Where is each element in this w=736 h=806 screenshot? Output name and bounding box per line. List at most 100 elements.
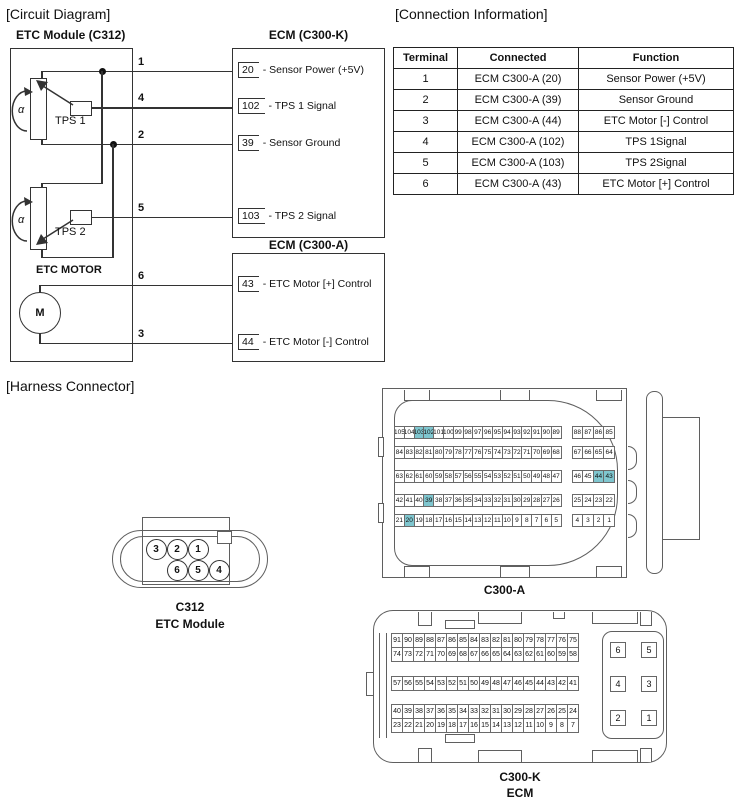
col-header-terminal: Terminal — [393, 47, 458, 69]
cell-function: ETC Motor [+] Control — [578, 173, 734, 195]
pin-cell-47: 47 — [550, 470, 562, 483]
c300a-top-tab — [596, 389, 622, 401]
cell-connected: ECM C300-A (102) — [457, 131, 579, 153]
c300k-bottom-tab — [478, 749, 522, 762]
cell-terminal: 5 — [393, 152, 458, 174]
col-header-function: Function — [578, 47, 734, 69]
cell-terminal: 6 — [393, 173, 458, 195]
c300k-left-notch — [366, 672, 374, 696]
cell-function: TPS 2Signal — [578, 152, 734, 174]
c312-pin-1: 1 — [187, 538, 209, 560]
connection-information-section-title: [Connection Information] — [395, 6, 548, 22]
wire-segment — [41, 71, 43, 79]
wire-segment — [39, 333, 41, 344]
tps1-wiper-box — [70, 101, 92, 116]
table-row: 6 ECM C300-A (43) ETC Motor [+] Control — [393, 173, 734, 195]
tps2-potentiometer — [30, 187, 47, 250]
ecm-pin-103: 103 - TPS 2 Signal — [238, 208, 336, 224]
pin-terminal-box: 39 — [238, 135, 259, 151]
c300a-bottom-tab — [596, 565, 622, 577]
c300k-top-tab — [640, 611, 652, 626]
pin-cell-75: 75 — [567, 633, 579, 648]
wire-segment — [39, 285, 41, 293]
pin-cell-22: 22 — [603, 494, 615, 507]
harness-connector-section-title: [Harness Connector] — [6, 378, 135, 394]
c300a-left-notch — [377, 503, 384, 523]
pin-cell-42: 42 — [556, 676, 568, 691]
c300k-bottom-tab — [640, 747, 652, 762]
wire-segment — [41, 256, 114, 258]
c300k-bigpin-2: 2 — [610, 710, 626, 726]
pin-cell-44: 44 — [534, 676, 546, 691]
c300k-bigpin-6: 6 — [610, 642, 626, 658]
pin-cell-1: 1 — [603, 514, 615, 527]
pin-terminal-box: 44 — [238, 334, 259, 350]
c300a-side-block — [662, 417, 700, 540]
ecm-k-title: ECM (C300-K) — [268, 28, 349, 42]
pin-desc: - Sensor Ground — [262, 137, 341, 149]
pin-desc: - TPS 1 Signal — [268, 100, 337, 112]
c312-sublabel: ETC Module — [155, 617, 225, 631]
c300k-label: C300-K — [499, 770, 541, 784]
c300k-left-rail — [379, 633, 387, 738]
c300k-top-tab — [592, 611, 638, 624]
tps2-wiper-box — [70, 210, 92, 225]
pin-cell-49: 49 — [479, 676, 491, 691]
tps1-alpha-symbol: α — [18, 104, 25, 116]
connection-information-table: Terminal Connected Function 1 ECM C300-A… — [393, 47, 734, 195]
c312-pin-5: 5 — [187, 559, 209, 581]
pin-cell-7: 7 — [567, 718, 579, 733]
table-row: 1 ECM C300-A (20) Sensor Power (+5V) — [393, 68, 734, 90]
table-row: 2 ECM C300-A (39) Sensor Ground — [393, 89, 734, 111]
pin-cell-56: 56 — [402, 676, 414, 691]
tps1-rotation-arrow-icon — [11, 87, 33, 132]
c300k-top-tab — [418, 611, 432, 626]
ecm-pin-39: 39 - Sensor Ground — [238, 135, 340, 151]
c300k-bottom-tab — [445, 734, 475, 743]
c300k-bottom-tab — [418, 747, 432, 762]
cell-function: ETC Motor [-] Control — [578, 110, 734, 132]
c300a-top-tab — [404, 389, 430, 401]
pin-desc: - ETC Motor [-] Control — [262, 336, 369, 348]
c312-pin-2: 2 — [166, 538, 188, 560]
wire-segment — [101, 71, 103, 183]
pin-desc: - Sensor Power (+5V) — [262, 64, 364, 76]
cell-connected: ECM C300-A (103) — [457, 152, 579, 174]
pin-cell-24: 24 — [567, 704, 579, 719]
cell-terminal: 3 — [393, 110, 458, 132]
c300k-top-tab — [553, 611, 565, 619]
pin-cell-85: 85 — [603, 426, 615, 439]
table-row: 5 ECM C300-A (103) TPS 2Signal — [393, 152, 734, 174]
pin-cell-5: 5 — [550, 514, 562, 527]
c300k-bigpin-5: 5 — [641, 642, 657, 658]
c300a-label: C300-A — [483, 583, 526, 597]
pin-terminal-box: 20 — [238, 62, 259, 78]
wire-terminal-6 — [39, 284, 232, 286]
c300k-top-tab — [445, 620, 475, 629]
cell-function: Sensor Power (+5V) — [578, 68, 734, 90]
circuit-diagram-section-title: [Circuit Diagram] — [6, 6, 111, 22]
pin-terminal-box: 102 — [238, 98, 265, 114]
pin-terminal-box: 103 — [238, 208, 265, 224]
cell-connected: ECM C300-A (44) — [457, 110, 579, 132]
ecm-pin-20: 20 - Sensor Power (+5V) — [238, 62, 364, 78]
c312-pin-3: 3 — [145, 538, 167, 560]
pin-cell-68: 68 — [550, 446, 562, 459]
c300k-bottom-tab — [592, 749, 638, 762]
wire-number-5: 5 — [138, 202, 145, 214]
tps2-wiper-arrow-icon — [36, 219, 74, 245]
c300a-left-notch — [377, 437, 384, 457]
pin-cell-41: 41 — [567, 676, 579, 691]
tps2-alpha-symbol: α — [18, 214, 25, 226]
ecm-pin-44: 44 - ETC Motor [-] Control — [238, 334, 369, 350]
c312-key-notch — [217, 531, 232, 544]
